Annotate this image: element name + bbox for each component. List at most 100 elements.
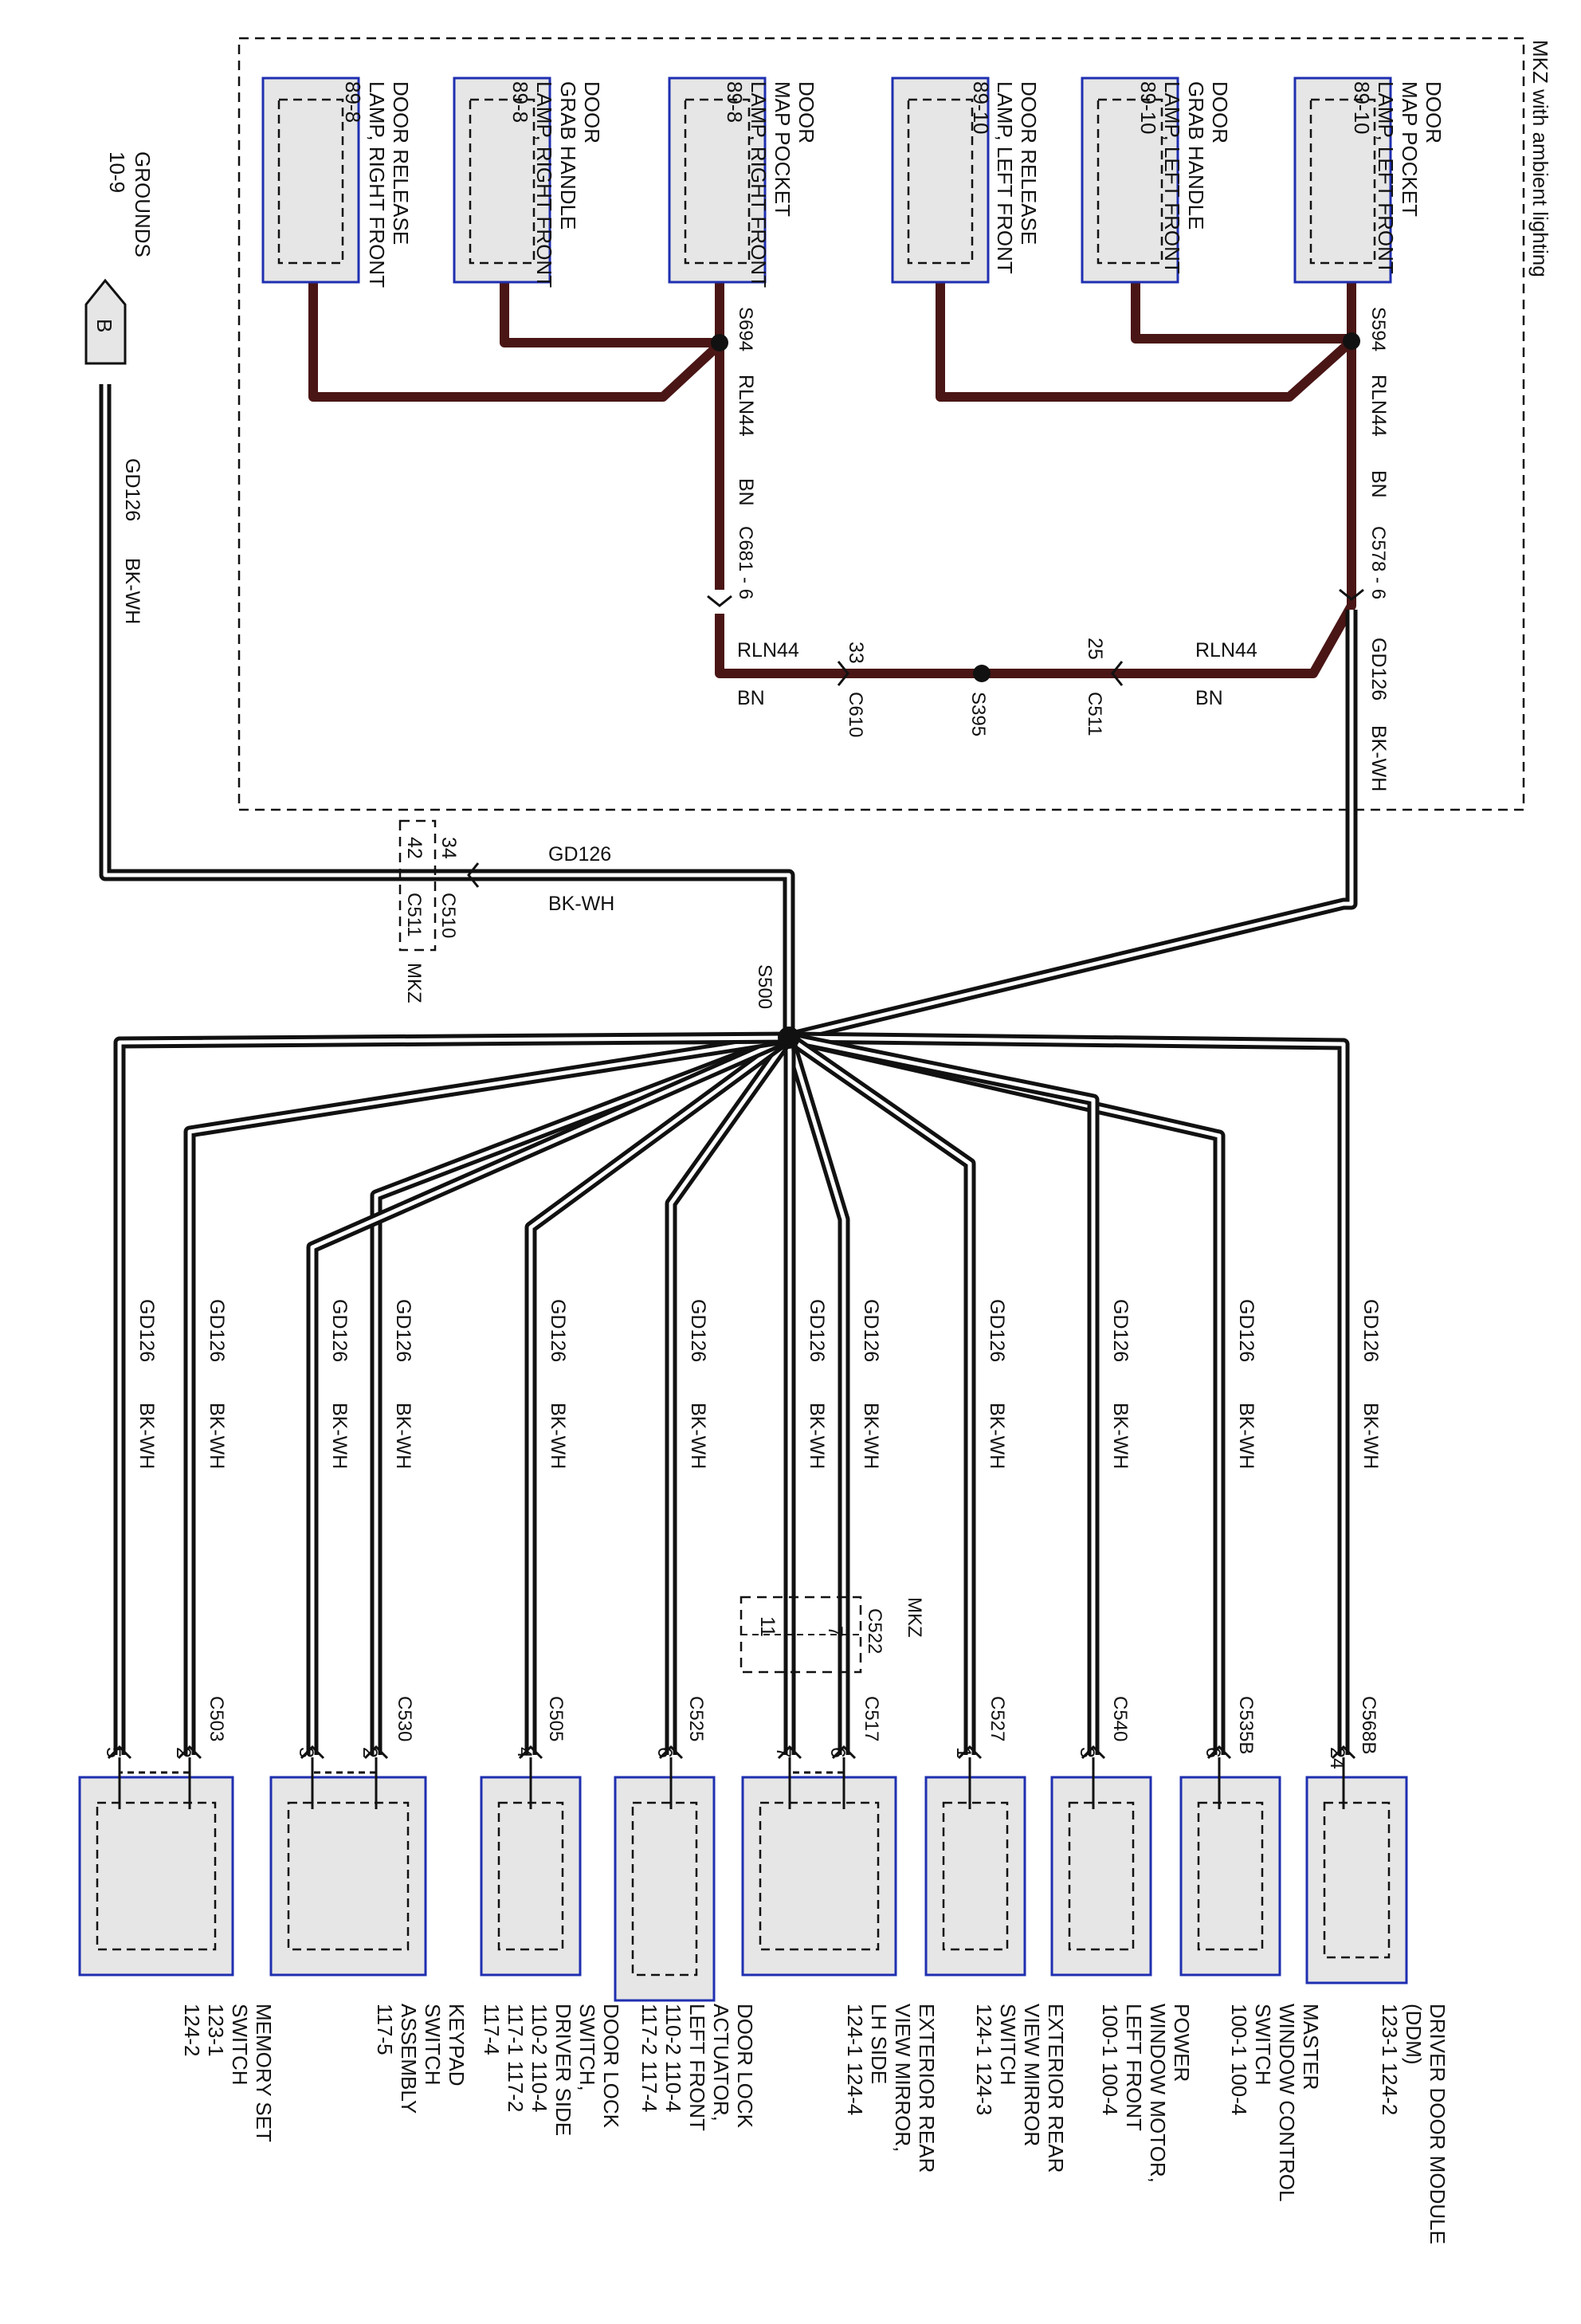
component-label-line: KEYPAD <box>445 2004 469 2086</box>
left-rln44-label: RLN44 <box>1367 375 1390 437</box>
ground-wire-core <box>103 384 791 1038</box>
c511-label: C511 <box>1084 692 1105 736</box>
ground-title: GROUNDS <box>131 151 155 257</box>
wire-circuit-label: GD126 <box>986 1299 1008 1362</box>
wire-color-label: BK-WH <box>1359 1403 1382 1469</box>
left-lamp-label-line: MAP POCKET <box>1398 81 1422 217</box>
ground-inline-mark <box>467 862 480 888</box>
component-label-line: DRIVER SIDE <box>551 2004 575 2136</box>
component-label-line: 117-2 117-4 <box>638 2004 661 2112</box>
component-label-line: LEFT FRONT <box>685 2004 709 2131</box>
wire-color-label: BK-WH <box>547 1403 569 1469</box>
left-lamp-label-line: 89-10 <box>1350 81 1374 135</box>
component-label-line: VIEW MIRROR, <box>891 2004 915 2152</box>
left-lamp-label-line: 89-10 <box>969 81 993 135</box>
wire-circuit-label: GD126 <box>328 1299 351 1362</box>
connector-mark <box>107 1745 132 1760</box>
splice-s500 <box>778 1027 800 1049</box>
c511-connector-mark <box>1111 661 1124 686</box>
c610-connector-mark <box>837 661 849 686</box>
lamp-right-grab-handle <box>453 77 551 284</box>
wire-circuit-label: GD126 <box>1235 1299 1257 1362</box>
ground-run-circuit: GD126 <box>548 843 611 866</box>
wire-color-label: BK-WH <box>1235 1403 1257 1469</box>
c681-connector-mark <box>707 595 732 607</box>
ground-wire-color: BK-WH <box>121 558 143 624</box>
ground-feed-wire-core <box>117 1035 790 1755</box>
pin-number: 6 <box>653 1747 676 1758</box>
bridge-rln44-right: RLN44 <box>737 639 799 661</box>
connector-mark <box>363 1745 389 1760</box>
component-box <box>269 1776 427 1977</box>
component-label-line: 100-1 100-4 <box>1098 2004 1122 2115</box>
connector-mark <box>177 1745 202 1760</box>
component-label-line: SWITCH <box>996 2004 1020 2086</box>
component-inner <box>1323 1801 1391 1959</box>
component-label-line: VIEW MIRROR <box>1020 2004 1044 2146</box>
ground-feed-wire-core <box>374 1035 790 1755</box>
lamp-left-map-pocket <box>1293 77 1392 284</box>
wire-color-label: BK-WH <box>860 1403 882 1469</box>
left-lamp-label-line: GRAB HANDLE <box>1184 81 1208 230</box>
c522-pin-b: 11 <box>756 1616 779 1637</box>
right-door-release-wire <box>308 279 724 402</box>
wire-color-label: BK-WH <box>206 1403 228 1469</box>
ground-feed-wire <box>524 1032 793 1755</box>
ground-feed-wire <box>113 1031 790 1755</box>
lamp-ground-color: BK-WH <box>1367 725 1390 791</box>
ground-feed-wire <box>783 1035 850 1755</box>
component-inner <box>631 1801 698 1977</box>
option-label: MKZ with ambient lighting <box>1528 40 1552 277</box>
bridge-bn-left: BN <box>1195 687 1223 709</box>
component-box <box>480 1776 582 1977</box>
right-rln44-label: RLN44 <box>735 375 757 437</box>
component-label-line: (DDM) <box>1402 2004 1426 2065</box>
pin-number: 7 <box>772 1747 794 1758</box>
wire-circuit-label: GD126 <box>547 1299 569 1362</box>
s395-label: S395 <box>967 692 989 736</box>
connector-label: C525 <box>685 1696 707 1741</box>
ground-feed-wire-core <box>528 1035 790 1755</box>
component-label-line: SWITCH <box>421 2004 445 2086</box>
component-inner <box>287 1801 410 1951</box>
wire-circuit-label: GD126 <box>206 1299 228 1362</box>
component-label-line: LEFT FRONT <box>1122 2004 1146 2131</box>
c610-pin: 33 <box>845 642 867 664</box>
right-lamp-label-line: LAMP, RIGHT FRONT <box>532 81 556 288</box>
component-label-line: 124-1 124-4 <box>843 2004 867 2115</box>
ground-letter: B <box>92 319 116 332</box>
wire-color-label: BK-WH <box>135 1403 158 1469</box>
c578-label: C578 - 6 <box>1367 526 1389 599</box>
lamp-ground-circuit: GD126 <box>1367 638 1390 701</box>
connector-label: C505 <box>545 1696 567 1741</box>
ground-wire-circuit: GD126 <box>121 458 143 521</box>
right-lamp-label-line: 89-8 <box>723 81 747 123</box>
left-lamp-feed-wire <box>1132 588 1356 678</box>
component-inner <box>759 1801 880 1951</box>
pin-number: 2 <box>359 1747 381 1758</box>
c610-label: C610 <box>845 692 866 737</box>
connector-mark <box>1206 1745 1232 1760</box>
component-label-line: ASSEMBLY <box>397 2004 421 2114</box>
connector-mark <box>1331 1745 1356 1760</box>
component-label-line: 117-4 <box>480 2004 504 2055</box>
lamp-left-grab-handle <box>1081 77 1179 284</box>
ground-ref: 10-9 <box>105 151 129 193</box>
ground-feed-wire <box>787 1031 1226 1755</box>
ground-feed-wire <box>183 1031 790 1755</box>
right-lamp-label-line: DOOR <box>794 81 818 143</box>
ground-feed-wire <box>665 1034 794 1755</box>
connector-mark <box>777 1745 802 1760</box>
connector-label: C535B <box>1235 1696 1257 1754</box>
ground-feed-wire-core <box>788 1035 1096 1755</box>
connector-mark <box>957 1745 983 1760</box>
component-label-line: SWITCH <box>1251 2004 1275 2086</box>
connector-label: C568B <box>1358 1696 1379 1754</box>
